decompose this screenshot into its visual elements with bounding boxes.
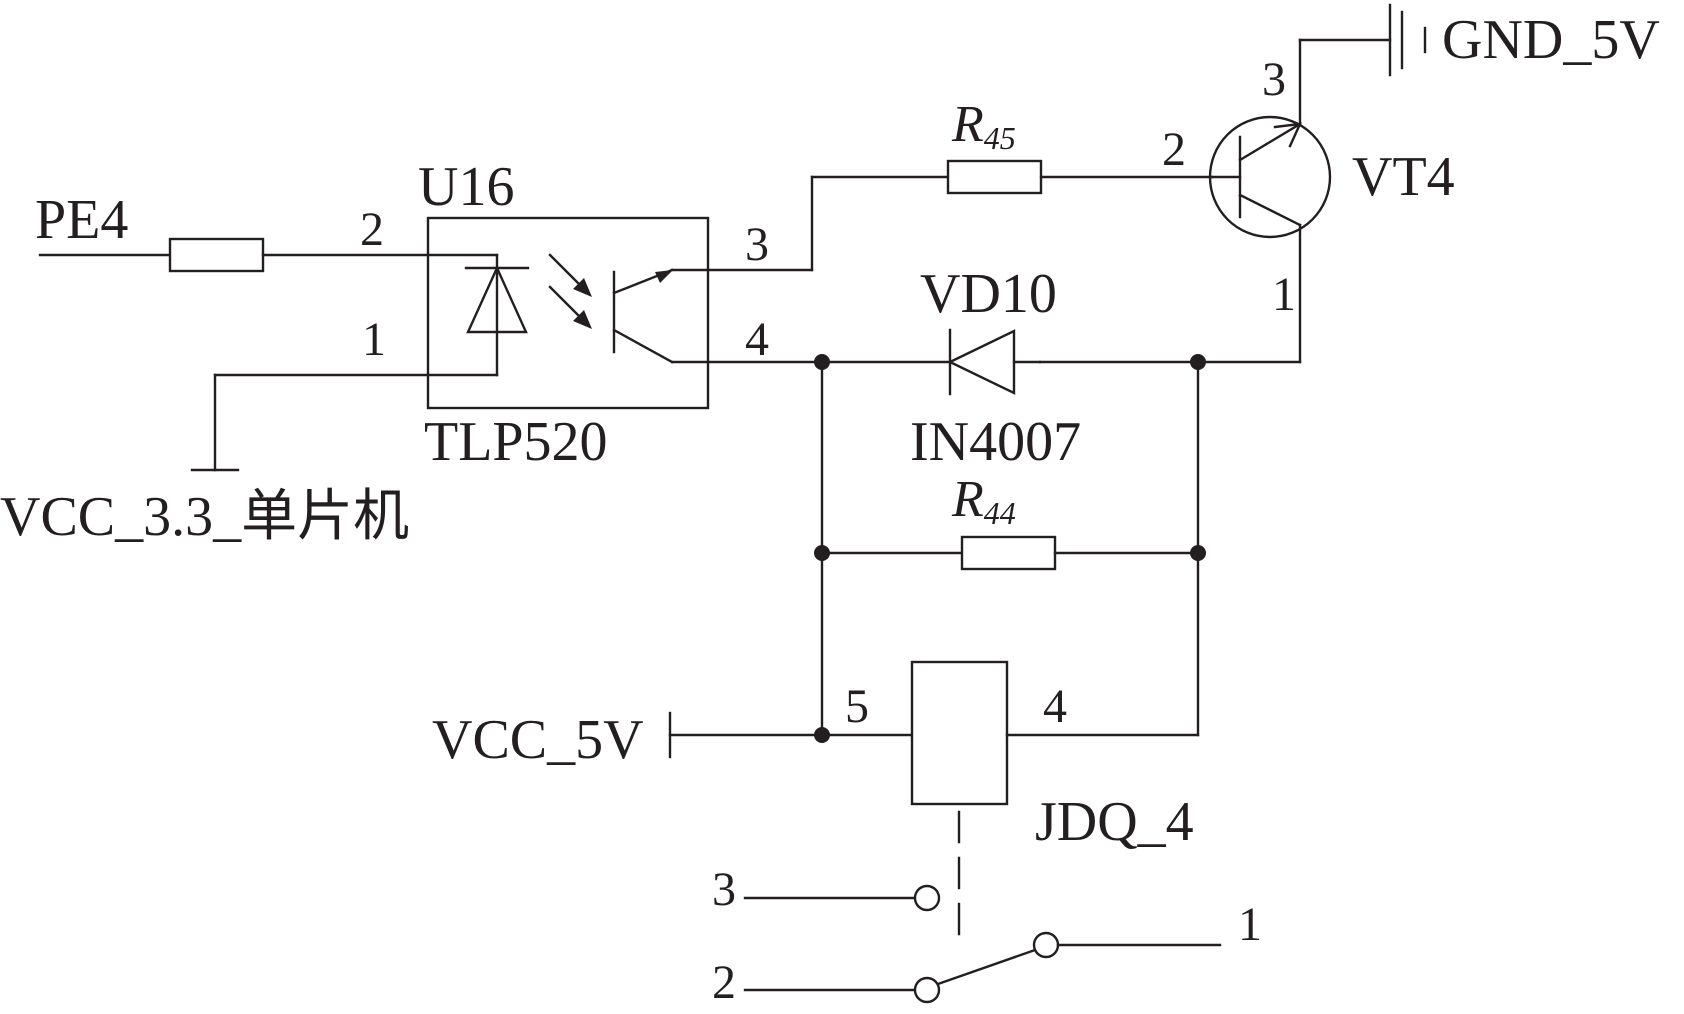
contact-1-icon xyxy=(1032,931,1060,959)
light-arrowhead-2 xyxy=(573,310,592,329)
optocoupler-u16 xyxy=(426,216,710,410)
pin-switch-1: 1 xyxy=(1238,898,1262,951)
phototransistor-emitter xyxy=(612,328,674,364)
pin-switch-3: 3 xyxy=(712,863,736,916)
label-jdq-4: JDQ_4 xyxy=(1035,791,1194,853)
pin-jdq-5: 5 xyxy=(845,680,869,733)
pin-vt4-2: 2 xyxy=(1162,123,1186,176)
label-vt4: VT4 xyxy=(1352,146,1455,208)
label-u16: U16 xyxy=(418,156,514,218)
resistor-r44 xyxy=(960,535,1057,571)
pin-vt4-3: 3 xyxy=(1262,53,1286,106)
relay-coil-jdq4 xyxy=(910,660,1009,806)
label-tlp520: TLP520 xyxy=(424,411,608,473)
pin-u16-3: 3 xyxy=(745,218,769,271)
resistor-input xyxy=(168,237,265,273)
pin-jdq-4: 4 xyxy=(1043,680,1067,733)
pin-u16-4: 4 xyxy=(745,313,769,366)
vt4-emitter xyxy=(1238,122,1302,162)
label-in4007: IN4007 xyxy=(910,411,1081,473)
contact-3-icon xyxy=(913,884,941,912)
label-vd10: VD10 xyxy=(920,263,1057,325)
pin-vt4-1: 1 xyxy=(1272,268,1296,321)
label-vcc33: VCC_3.3_单片机 xyxy=(0,486,409,548)
label-pe4: PE4 xyxy=(35,189,128,251)
label-gnd-5v: GND_5V xyxy=(1442,9,1660,71)
label-r45: R45 xyxy=(951,96,1016,156)
pin-u16-2: 2 xyxy=(360,203,384,256)
pin-u16-1: 1 xyxy=(362,313,386,366)
label-vcc5v: VCC_5V xyxy=(432,709,644,771)
label-r44: R44 xyxy=(951,471,1016,531)
resistor-r45 xyxy=(946,159,1043,195)
switch-blade xyxy=(936,948,1037,986)
contact-2-icon xyxy=(913,976,941,1004)
vd10-diode-icon xyxy=(947,329,1016,395)
light-arrowhead-1 xyxy=(573,278,592,297)
phototransistor-arrow xyxy=(655,270,673,283)
vt4-collector xyxy=(1238,193,1302,227)
pin-switch-2: 2 xyxy=(712,956,736,1009)
vt4-circle xyxy=(1208,115,1332,239)
